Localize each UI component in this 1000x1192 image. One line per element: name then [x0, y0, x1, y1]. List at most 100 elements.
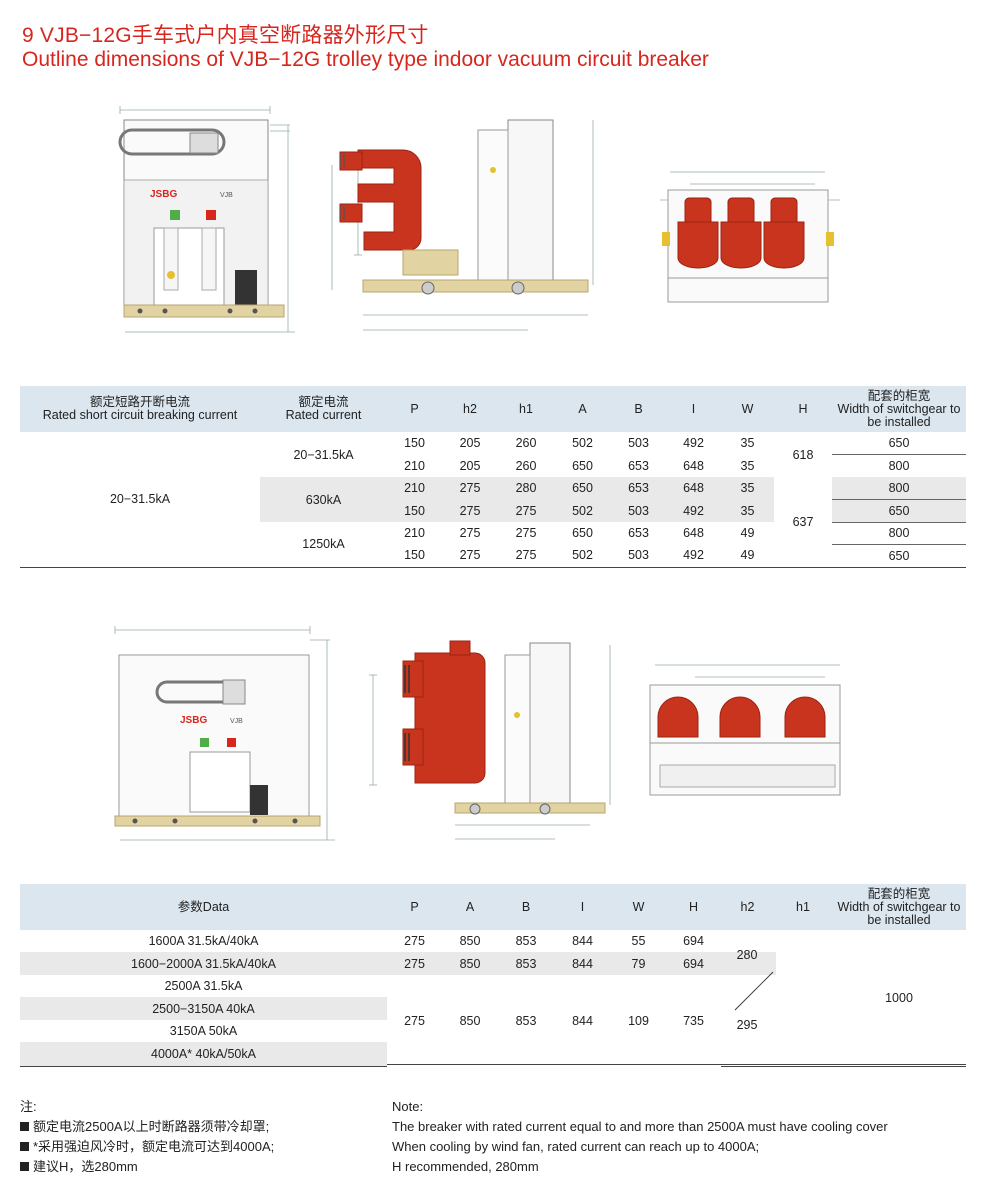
cell: 694	[666, 952, 721, 975]
rated-current-cell: 1250kA	[260, 522, 387, 568]
cell: 49	[721, 544, 774, 568]
breaking-current-value: 20−31.5kA	[20, 432, 260, 568]
cell: 55	[631, 934, 646, 948]
table-row: 4000A* 40kA/50kA	[20, 1042, 966, 1067]
front-view-drawing-2: JSBG VJB	[114, 626, 335, 841]
cell: 492	[683, 503, 704, 518]
H-value: 637	[774, 477, 832, 568]
cell: 650	[832, 432, 966, 455]
cell: 260	[515, 436, 537, 450]
cell: 275	[442, 544, 498, 568]
H-value: 618	[792, 447, 814, 462]
cell: 648	[683, 481, 704, 495]
rated-current-cell: 630kA	[305, 492, 342, 507]
h2-h1-cell: 280 295	[721, 930, 832, 1067]
cell: 210	[404, 458, 425, 473]
table-row: 2500A 31.5kA 275 850 853 844 109 735	[20, 975, 966, 1028]
cell: 79	[611, 952, 666, 975]
cell: 492	[666, 544, 721, 568]
cell: 503	[628, 436, 649, 450]
cell: 853	[515, 934, 537, 948]
table-row: 210 205 260 650 653 648 35 800	[20, 454, 966, 477]
cell: 150	[387, 544, 442, 568]
cell: 648	[683, 526, 704, 540]
page-title: 9 VJB−12G手车式户内真空断路器外形尺寸 Outline dimensio…	[22, 24, 709, 72]
brand-label-2: JSBG	[180, 715, 207, 726]
cell: 650	[572, 481, 593, 495]
title-en: Outline dimensions of VJB−12G trolley ty…	[22, 48, 709, 71]
cell: 850	[459, 934, 481, 948]
cell: 210	[404, 481, 425, 495]
cell: 35	[740, 481, 755, 495]
cell: 275	[459, 503, 481, 518]
param-cell: 2500−3150A 40kA	[20, 997, 387, 1020]
rated-current-cell: 20−31.5kA	[293, 447, 354, 462]
note-item: 建议H，选280mm	[20, 1157, 274, 1177]
cell: 275	[515, 503, 537, 518]
cell: 503	[611, 544, 666, 568]
header-h1: h1	[774, 884, 832, 930]
notes-cn-heading: 注:	[20, 1099, 37, 1114]
cell: 210	[404, 526, 425, 540]
cell: 853	[498, 952, 554, 975]
table-row: 1600−2000A 31.5kA/40kA 275 850 853 844 7…	[20, 952, 966, 975]
header-W: W	[721, 386, 774, 432]
header-h1: h1	[498, 386, 554, 432]
table2-bottom-rule	[387, 1064, 966, 1065]
header-A: A	[554, 386, 611, 432]
cell: 49	[740, 526, 755, 540]
cell: 650	[832, 544, 966, 568]
cell: 650	[572, 526, 593, 540]
cell: 844	[572, 1013, 593, 1028]
notes-en: Note: The breaker with rated current equ…	[392, 1097, 888, 1177]
cell: 502	[554, 544, 611, 568]
notes-en-heading: Note:	[392, 1099, 424, 1114]
cell: 502	[572, 436, 593, 450]
note-item: H recommended, 280mm	[392, 1159, 539, 1174]
header-B: B	[611, 386, 666, 432]
cell: 800	[832, 477, 966, 500]
title-cn: 9 VJB−12G手车式户内真空断路器外形尺寸	[22, 24, 429, 47]
table-row: 150 275 275 502 503 492 49 650	[20, 544, 966, 568]
note-item: The breaker with rated current equal to …	[392, 1119, 888, 1134]
cell: 150	[404, 503, 425, 518]
cell: 109	[628, 1013, 649, 1028]
table-row: 2500−3150A 40kA	[20, 997, 966, 1020]
top-view-drawing-2	[649, 664, 841, 796]
cell: 800	[888, 458, 910, 473]
header-I: I	[666, 386, 721, 432]
table-row: 1250kA 210 275 275 650 653 648 49 800	[20, 522, 966, 568]
cell: 275	[459, 481, 481, 495]
header-data: 参数Data	[20, 884, 387, 930]
cell: 275	[459, 526, 481, 540]
cell: 800	[832, 522, 966, 545]
header-I: I	[554, 884, 611, 930]
header-H: H	[666, 884, 721, 930]
cell: 694	[683, 934, 704, 948]
param-cell: 3150A 50kA	[169, 1024, 238, 1038]
cell: 653	[628, 526, 649, 540]
header-P: P	[387, 386, 442, 432]
header-P: P	[387, 884, 442, 930]
param-cell: 1600A 31.5kA/40kA	[148, 934, 259, 948]
cell: 275	[515, 526, 537, 540]
param-cell: 4000A* 40kA/50kA	[20, 1042, 387, 1067]
side-view-drawing-2	[369, 640, 611, 840]
header-A: A	[442, 884, 498, 930]
h2-top-value: 280	[736, 948, 758, 962]
note-item: 额定电流2500A以上时断路器须带冷却罩;	[20, 1117, 274, 1137]
cell: 205	[459, 436, 481, 450]
table-row: 20−31.5kA 20−31.5kA 150 205 260 502 503 …	[20, 432, 966, 568]
cell: 275	[387, 952, 442, 975]
header-h2: h2	[721, 884, 774, 930]
cell: 853	[515, 1013, 537, 1028]
table-row: 1600A 31.5kA/40kA 275 850 853 844 55 694…	[20, 930, 966, 1067]
table-row: 3150A 50kA	[20, 1020, 966, 1042]
note-item: When cooling by wind fan, rated current …	[392, 1139, 760, 1154]
cell: 150	[404, 436, 425, 450]
cell: 35	[740, 458, 755, 473]
header-W: W	[611, 884, 666, 930]
header-h2: h2	[442, 386, 498, 432]
